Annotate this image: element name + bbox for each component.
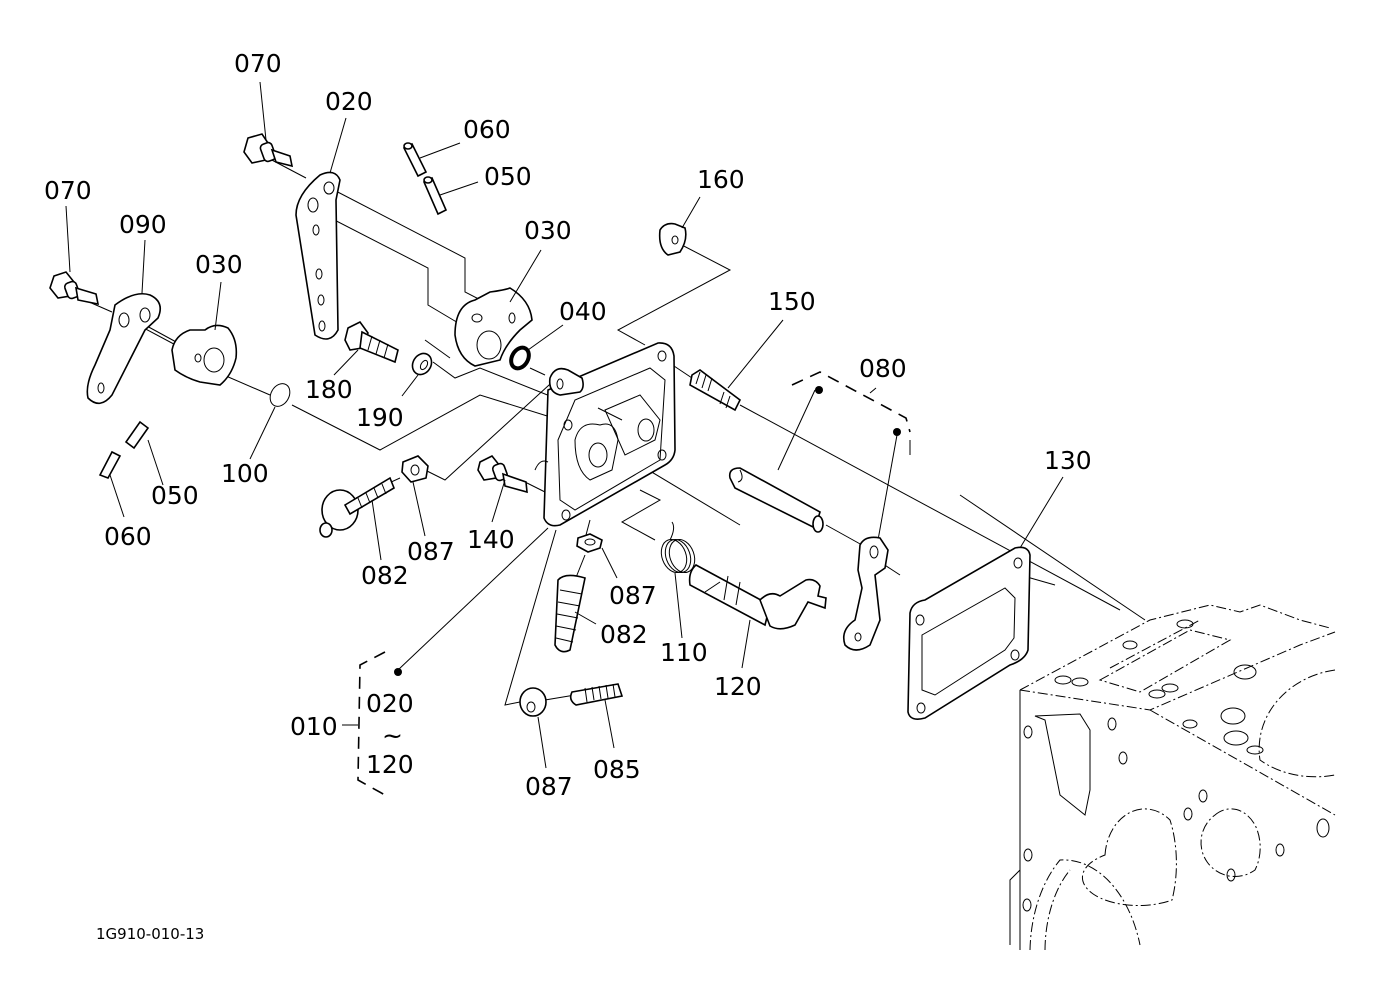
- part-087-nut-b: [576, 533, 603, 553]
- part-080-fork-lever: [842, 536, 889, 651]
- part-070-bolt-left: [49, 271, 100, 306]
- part-190-washer: [411, 352, 433, 376]
- part-180-bolt: [344, 320, 399, 364]
- callout-040: 040: [559, 297, 607, 326]
- callout-180: 180: [305, 375, 353, 404]
- callout-082: 082: [600, 620, 648, 649]
- part-087-nut-c: [519, 687, 547, 717]
- part-160-nut: [658, 222, 687, 256]
- callout-leaders: [65, 81, 1064, 769]
- callout-190: 190: [356, 403, 404, 432]
- callout-050: 050: [151, 481, 199, 510]
- group-bracket-080: [791, 371, 911, 455]
- callout-070: 070: [234, 49, 282, 78]
- part-060-pin-upper: [402, 142, 428, 178]
- callout-030: 030: [195, 250, 243, 279]
- drawing-code: 1G910-010-13: [96, 925, 204, 943]
- part-130-gasket: [907, 546, 1031, 720]
- part-100-o-ring: [269, 383, 291, 407]
- callout-150: 150: [768, 287, 816, 316]
- part-060-pin-left: [98, 450, 122, 479]
- assembly-range-end: 120: [366, 750, 414, 779]
- part-082-adjust-screw-right: [554, 574, 586, 653]
- callout-060: 060: [104, 522, 152, 551]
- callout-labels: 070 020 060 050 160 070 090 030 030 040 …: [44, 49, 1092, 801]
- assembly-label-010: 010: [290, 712, 338, 741]
- callout-080: 080: [859, 354, 907, 383]
- part-110-spring: [660, 521, 696, 573]
- part-087-nut-a: [401, 455, 429, 483]
- callout-090: 090: [119, 210, 167, 239]
- part-050-pin-upper: [422, 176, 448, 216]
- assembly-range-start: 020: [366, 689, 414, 718]
- part-090-lever: [86, 292, 161, 405]
- callout-082: 082: [361, 561, 409, 590]
- assembly-range-separator: ~: [382, 721, 403, 750]
- callout-085: 085: [593, 755, 641, 784]
- part-040-o-ring: [509, 345, 531, 371]
- callout-110: 110: [660, 638, 708, 667]
- callout-030: 030: [524, 216, 572, 245]
- callout-070: 070: [44, 176, 92, 205]
- part-140-bolt: [477, 454, 528, 494]
- part-030-arm-left: [171, 324, 238, 386]
- part-085-stud: [569, 683, 624, 706]
- part-150-stud: [689, 369, 742, 412]
- callout-120: 120: [714, 672, 762, 701]
- callout-060: 060: [463, 115, 511, 144]
- callout-130: 130: [1044, 446, 1092, 475]
- part-082-adjust-screw-left: [319, 476, 395, 538]
- callout-160: 160: [697, 165, 745, 194]
- part-governor-housing: [534, 342, 676, 527]
- callout-020: 020: [325, 87, 373, 116]
- group-bracket-010: [342, 651, 402, 796]
- callout-050: 050: [484, 162, 532, 191]
- callout-100: 100: [221, 459, 269, 488]
- part-120-governor-shaft: [688, 564, 827, 630]
- part-070-bolt-upper: [243, 133, 294, 168]
- engine-block: [1009, 604, 1336, 951]
- part-050-pin-left: [124, 420, 150, 450]
- callout-087: 087: [609, 581, 657, 610]
- part-080-pin: [728, 467, 824, 533]
- callout-087: 087: [525, 772, 573, 801]
- part-020-lever-plate: [295, 171, 341, 340]
- callout-087: 087: [407, 537, 455, 566]
- part-030-arm-upper: [454, 287, 533, 367]
- callout-140: 140: [467, 525, 515, 554]
